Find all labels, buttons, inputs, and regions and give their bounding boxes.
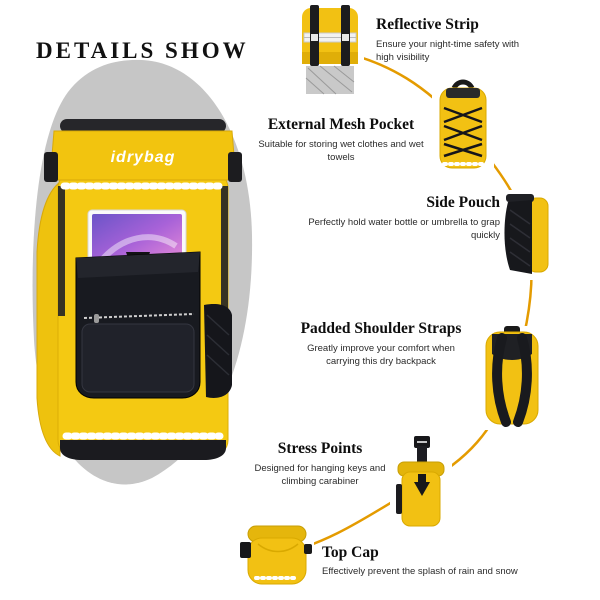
brand-logo: idrybag <box>111 149 176 166</box>
main-backpack-image: idrybag <box>36 119 242 460</box>
feature-title: External Mesh Pocket <box>267 116 415 133</box>
feature-description: Perfectly hold water bottle or umbrella … <box>308 217 500 242</box>
feature-description: Greatly improve your comfort when carryi… <box>307 343 455 368</box>
front-pocket <box>75 251 201 399</box>
top-cap-photo <box>240 514 314 594</box>
stress-point-dring <box>414 482 430 496</box>
feature-title: Reflective Strip <box>376 16 479 33</box>
external-mesh-pocket-photo <box>432 78 494 176</box>
callout-stress-points: Stress Points Designed for hanging keys … <box>248 440 392 489</box>
feature-description: Ensure your night-time safety with high … <box>376 39 520 64</box>
feature-title: Side Pouch <box>426 194 500 211</box>
feature-title: Top Cap <box>322 544 379 561</box>
feature-description: Effectively prevent the splash of rain a… <box>322 566 518 577</box>
side-pouch-photo <box>502 190 554 280</box>
callout-side-pouch: Side Pouch Perfectly hold water bottle o… <box>308 194 500 243</box>
callout-top-cap: Top Cap Effectively prevent the splash o… <box>322 544 574 578</box>
right-buckle <box>228 152 242 182</box>
stress-points-photo <box>390 434 452 534</box>
feature-description: Suitable for storing wet clothes and wet… <box>258 139 424 164</box>
reflective-strip-photo <box>296 4 364 98</box>
callout-reflective-strip: Reflective Strip Ensure your night-time … <box>376 16 526 65</box>
feature-title: Padded Shoulder Straps <box>300 320 462 337</box>
callout-external-mesh-pocket: External Mesh Pocket Suitable for storin… <box>252 116 430 165</box>
padded-shoulder-straps-photo <box>476 326 548 430</box>
callout-padded-shoulder-straps: Padded Shoulder Straps Greatly improve y… <box>290 320 472 369</box>
feature-description: Designed for hanging keys and climbing c… <box>254 463 386 488</box>
left-buckle <box>44 152 58 182</box>
page-title: DETAILS SHOW <box>36 38 249 63</box>
side-mesh-pouch <box>204 304 232 398</box>
feature-title: Stress Points <box>277 440 363 457</box>
